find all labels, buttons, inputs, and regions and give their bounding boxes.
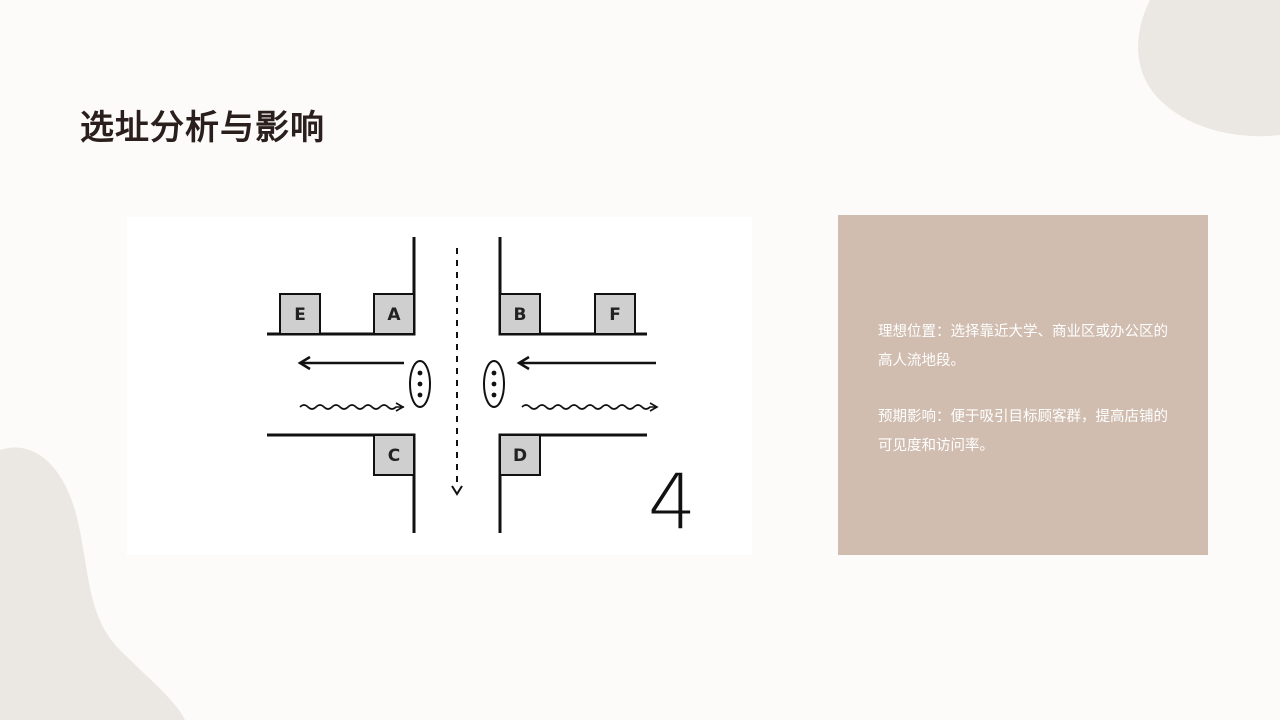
shop-f-label: F xyxy=(609,305,621,325)
shop-c-label: C xyxy=(388,446,400,466)
shop-b-label: B xyxy=(514,305,527,325)
traffic-light-right-icon xyxy=(483,360,505,408)
shop-a-label: A xyxy=(387,305,401,325)
expected-impact-text: 预期影响：便于吸引目标顾客群，提高店铺的可见度和访问率。 xyxy=(878,409,1168,454)
shop-e-label: E xyxy=(294,305,306,325)
shop-d-label: D xyxy=(513,446,527,466)
page-title: 选址分析与影响 xyxy=(80,108,325,148)
info-panel: 理想位置：选择靠近大学、商业区或办公区的高人流地段。 预期影响：便于吸引目标顾客… xyxy=(838,215,1208,555)
left-arrows xyxy=(297,355,656,371)
ideal-location-text: 理想位置：选择靠近大学、商业区或办公区的高人流地段。 xyxy=(878,324,1168,369)
top-right-blob xyxy=(1138,0,1280,137)
intersection-diagram: E A B F C D 4 xyxy=(127,217,752,555)
shop-boxes xyxy=(279,293,636,476)
traffic-light-left-icon xyxy=(409,360,431,408)
down-arrow-icon xyxy=(451,485,463,496)
intersection-svg: E A B F C D 4 xyxy=(267,237,696,546)
diagram-number: 4 xyxy=(648,457,696,546)
wavy-right-arrows xyxy=(299,402,659,412)
bottom-left-blob xyxy=(0,447,185,720)
